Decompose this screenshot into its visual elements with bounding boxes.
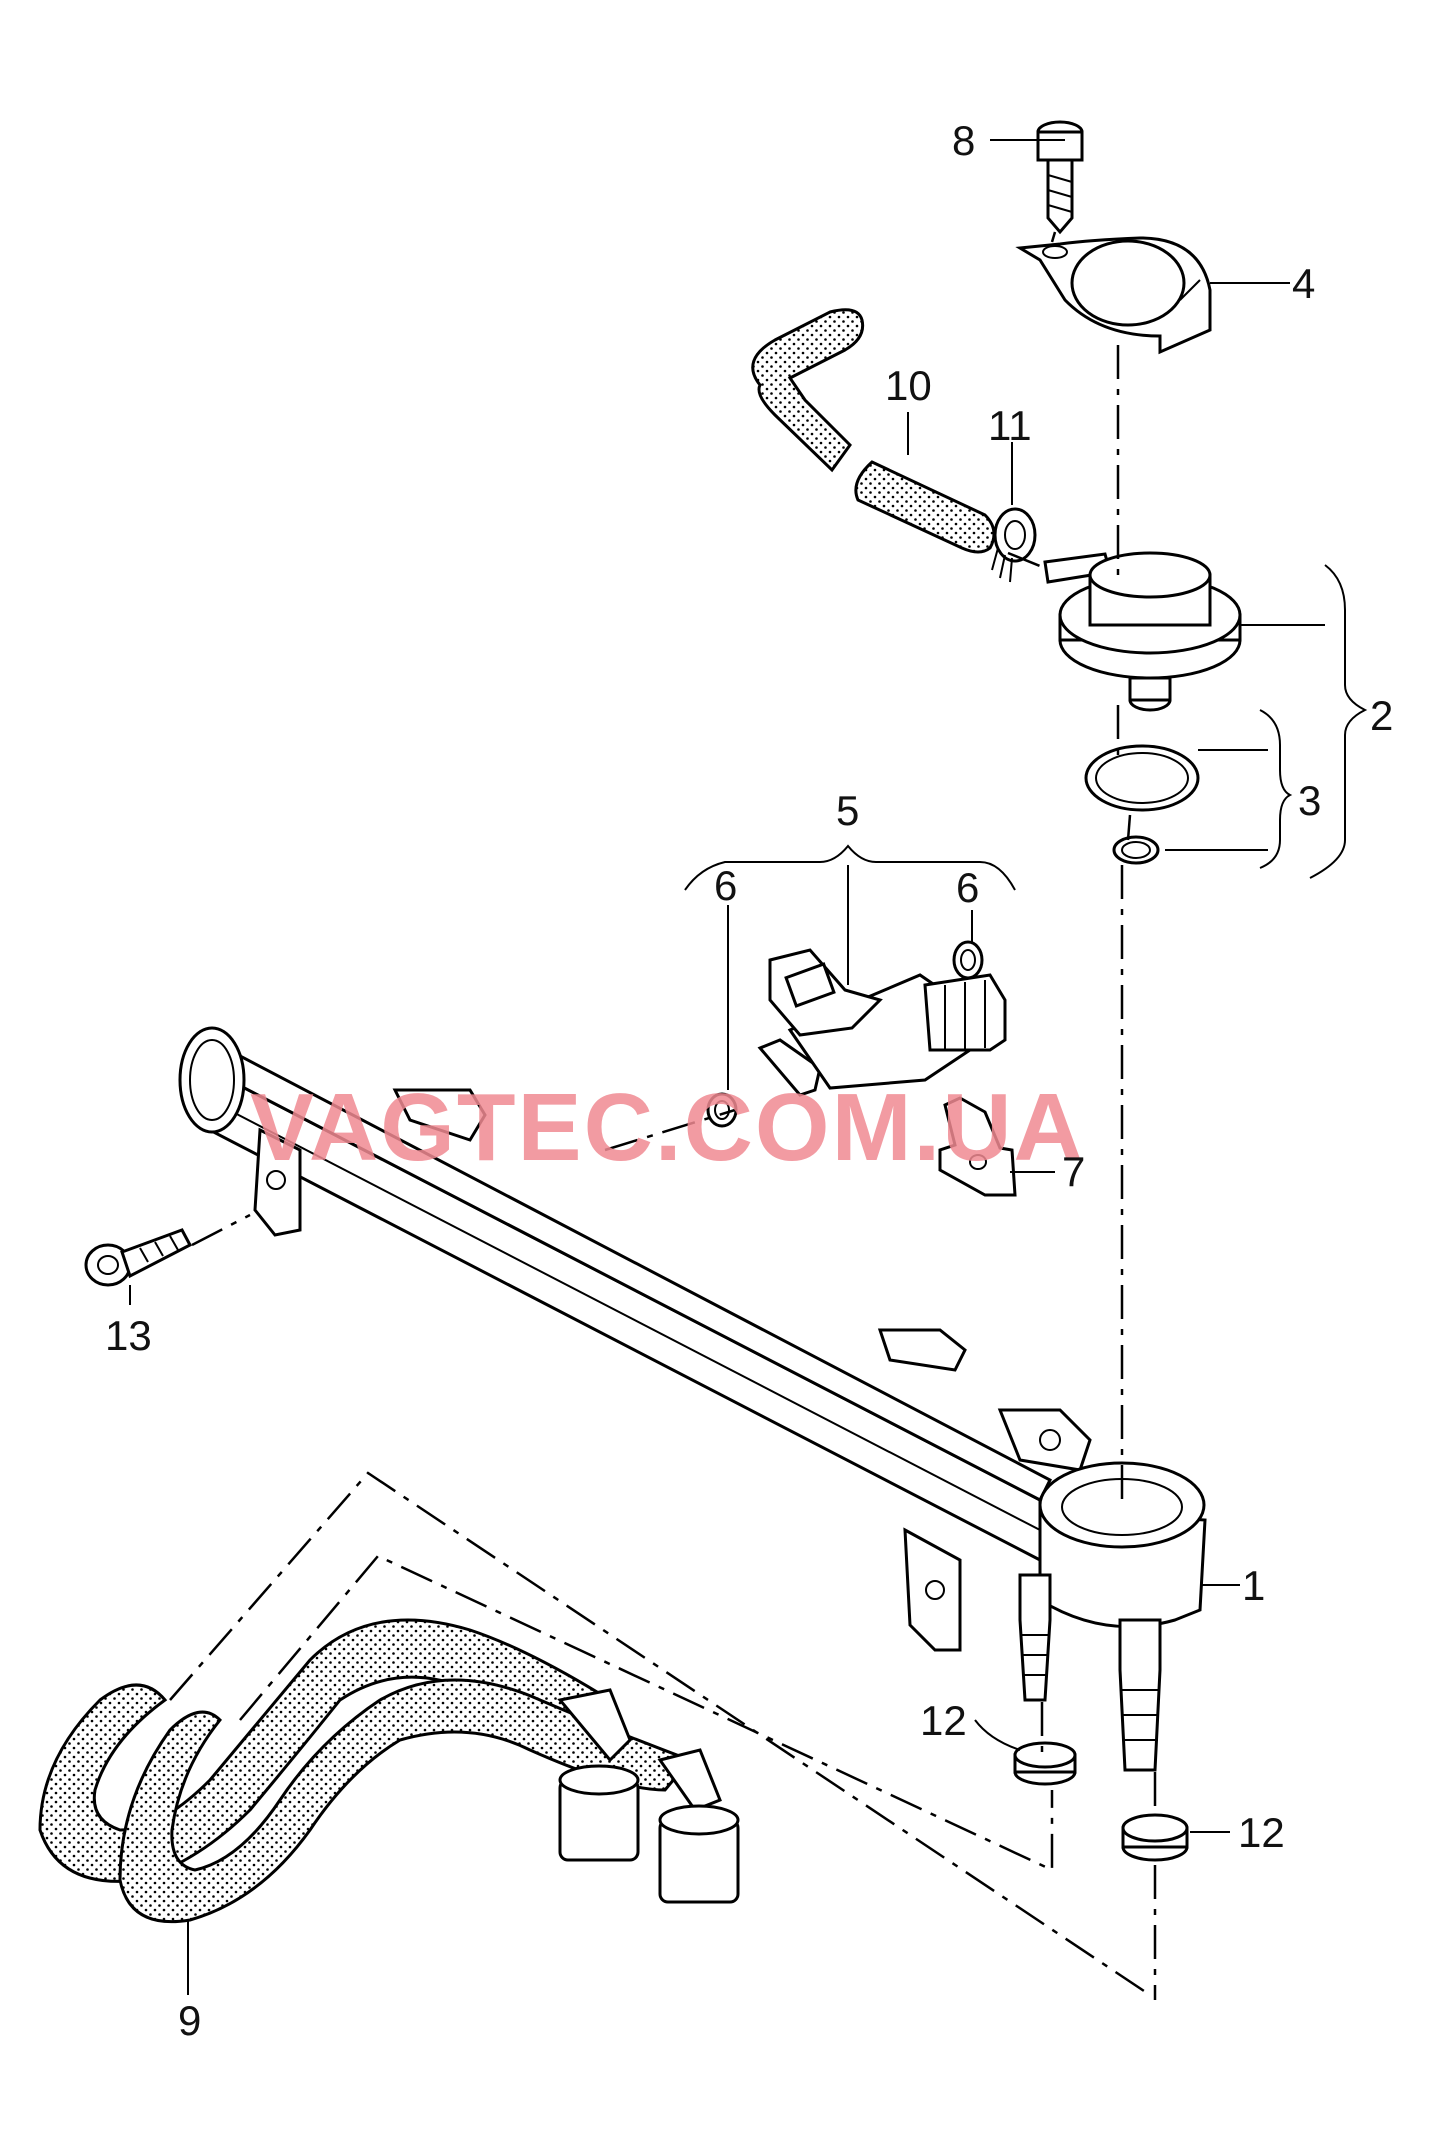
callout-4: 4 — [1292, 260, 1315, 307]
injector-5 — [757, 948, 1007, 1097]
callout-2: 2 — [1370, 692, 1393, 739]
hose-clamp-12a — [1013, 1741, 1077, 1786]
bolt-13 — [84, 1228, 193, 1287]
o-rings-3 — [1084, 744, 1200, 865]
callout-7: 7 — [1062, 1148, 1085, 1195]
callout-labels: 1 2 3 4 5 6 6 7 8 9 10 11 12 12 13 — [105, 117, 1393, 2044]
assembly-lines — [169, 231, 1157, 2000]
vacuum-hose-10 — [751, 308, 996, 554]
watermark-text: VAGTEC.COM.UA — [250, 1074, 1085, 1181]
callout-1: 1 — [1242, 1562, 1265, 1609]
leader-lines — [129, 139, 1368, 1995]
retaining-clip-7 — [938, 1096, 1017, 1197]
hose-clamp-12b — [1121, 1813, 1189, 1862]
screw-8 — [1036, 120, 1084, 235]
callout-11: 11 — [988, 402, 1032, 449]
callout-13: 13 — [105, 1312, 152, 1359]
callout-12a: 12 — [920, 1697, 967, 1744]
callout-8: 8 — [952, 117, 975, 164]
seal-ring-6a — [706, 1092, 738, 1128]
callout-9: 9 — [178, 1997, 201, 2044]
fuel-hoses-9 — [38, 1618, 740, 1924]
callout-12b: 12 — [1238, 1809, 1285, 1856]
seal-ring-6b — [952, 940, 984, 980]
pressure-regulator-2 — [1043, 551, 1242, 712]
callout-6a: 6 — [714, 862, 737, 909]
clamp-bracket-4 — [1015, 236, 1212, 355]
callout-5: 5 — [836, 787, 859, 834]
callout-3: 3 — [1298, 777, 1321, 824]
callout-6b: 6 — [956, 864, 979, 911]
fuel-rail-1 — [178, 1026, 1207, 1772]
hose-clamp-11 — [991, 507, 1037, 583]
callout-10: 10 — [885, 362, 932, 409]
